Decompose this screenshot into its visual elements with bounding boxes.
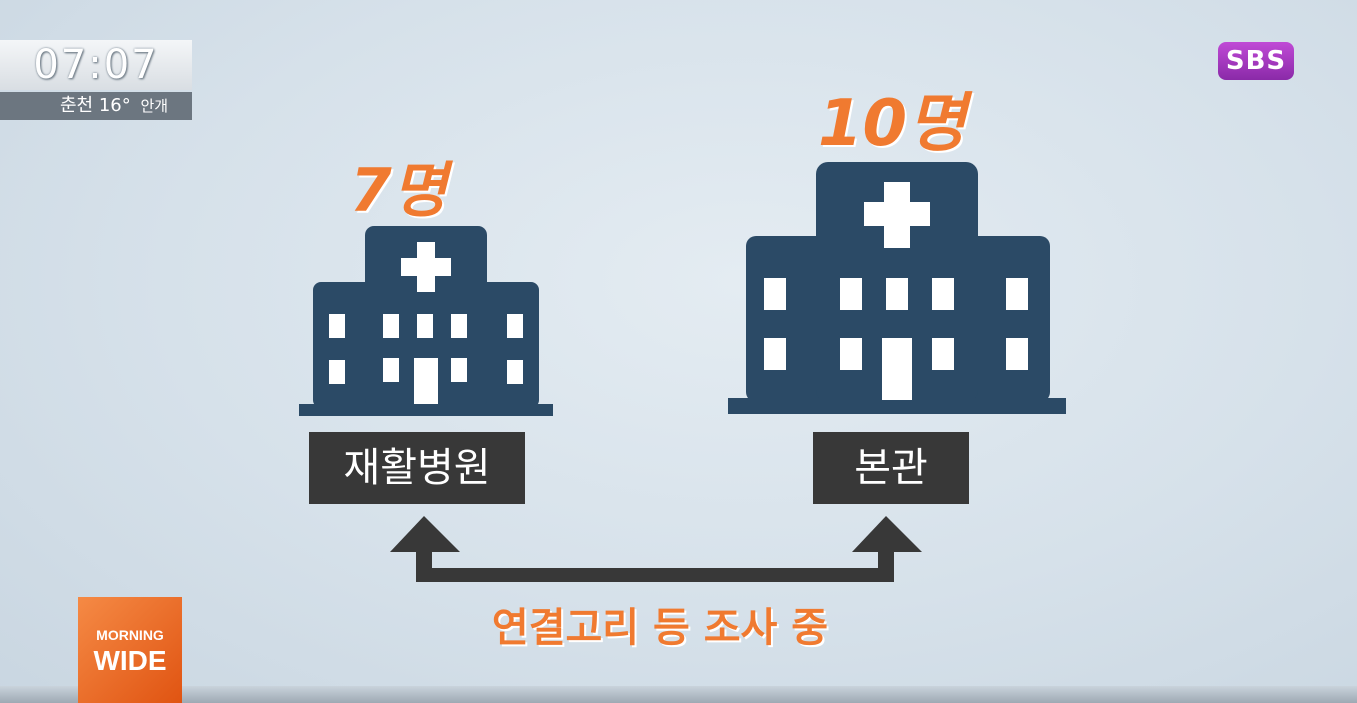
connection-arrow xyxy=(390,516,922,582)
channel-logo: SBS xyxy=(1218,42,1294,80)
caption: 연결고리 등 조사 중 xyxy=(491,605,829,651)
program-logo-line2: WIDE xyxy=(93,645,167,676)
hospital-building-icon-left xyxy=(299,226,553,416)
program-logo: MORNING WIDE xyxy=(78,597,182,703)
program-logo-line1: MORNING xyxy=(96,627,164,643)
weather-city: 춘천 xyxy=(60,95,94,116)
weather-condition: 안개 xyxy=(140,97,169,115)
right-count: 10명 xyxy=(818,87,966,161)
left-count: 7명 xyxy=(350,156,447,226)
weather-info: 춘천 16° 안개 xyxy=(0,92,192,120)
weather-temp: 16° xyxy=(98,95,131,116)
bottom-bar xyxy=(0,686,1357,703)
right-label: 본관 xyxy=(813,432,969,504)
left-label: 재활병원 xyxy=(309,432,525,504)
clock-overlay: 07:07 춘천 16° 안개 xyxy=(0,40,192,122)
hospital-building-icon-right xyxy=(728,162,1066,414)
clock-time: 07:07 xyxy=(0,40,192,90)
